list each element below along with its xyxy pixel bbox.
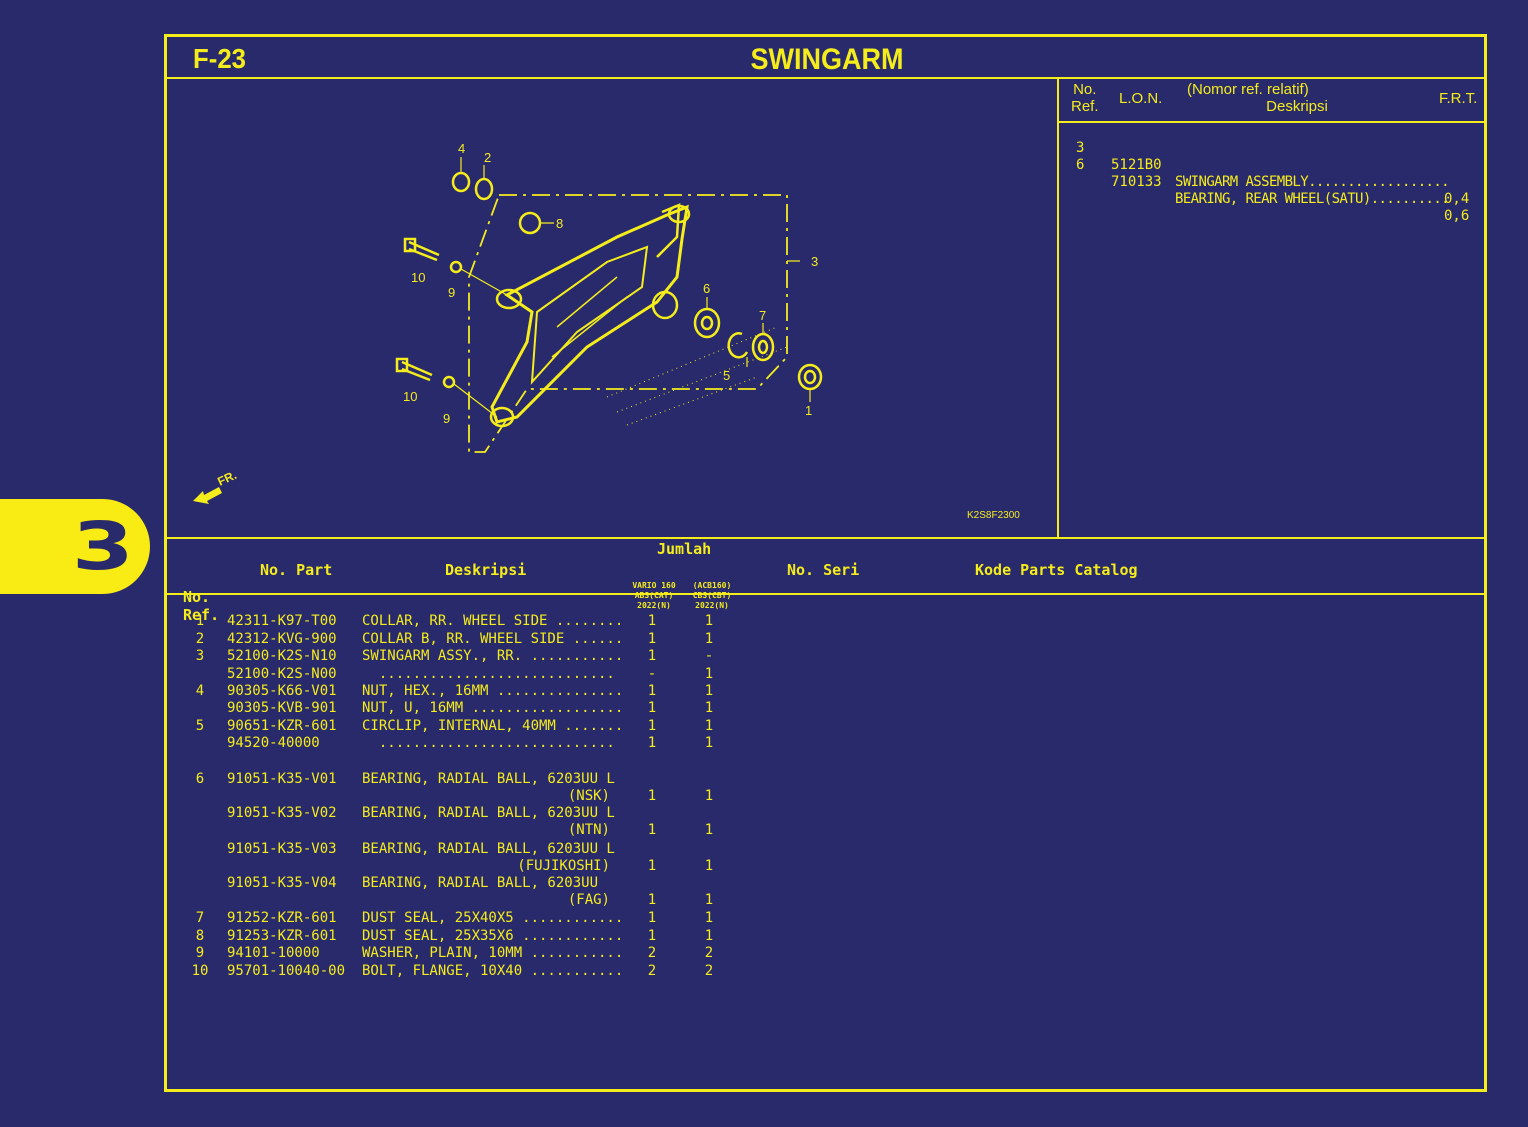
callout-9: 9 — [443, 411, 450, 426]
swingarm-exploded-diagram: 3 8 4 2 10 9 10 9 6 7 5 1 — [395, 141, 823, 453]
chapter-tab[interactable]: 3 — [0, 499, 150, 594]
callout-5: 5 — [723, 368, 730, 383]
frt-header-desc: (Nomor ref. relatif)Deskripsi — [1187, 81, 1328, 115]
svg-text:FR.: FR. — [215, 469, 238, 489]
header-variant-2: (ACB160)CBS(CBT)2022(N) — [692, 581, 732, 610]
divider — [1057, 77, 1059, 537]
header-jumlah: Jumlah — [657, 540, 712, 558]
callout-7: 7 — [759, 308, 766, 323]
chapter-number: 3 — [71, 508, 134, 585]
callout-9: 9 — [448, 285, 455, 300]
front-arrow-icon: FR. — [193, 468, 239, 504]
frt-row[interactable]: 3 5121B0 SWINGARM ASSEMBLY..............… — [1076, 140, 1470, 207]
figure-title: SWINGARM — [750, 43, 904, 76]
divider — [167, 537, 1484, 539]
callout-3: 3 — [811, 254, 818, 269]
header-no-seri: No. Seri — [787, 561, 860, 579]
parts-catalog-frame: F-23 SWINGARM No.Ref. L.O.N. (Nomor ref.… — [164, 34, 1487, 1092]
header-no-part: No. Part — [260, 561, 333, 579]
callout-4: 4 — [458, 141, 465, 156]
frt-header-frt: F.R.T. — [1439, 90, 1478, 107]
header-no-ref: No.Ref. — [183, 588, 220, 624]
callout-8: 8 — [556, 216, 563, 231]
divider — [1059, 121, 1484, 123]
figure-code: F-23 — [193, 43, 246, 74]
callout-1: 1 — [805, 403, 812, 418]
frt-header-lon: L.O.N. — [1119, 90, 1163, 107]
callout-6: 6 — [703, 281, 710, 296]
frt-row[interactable]: 6 710133 BEARING, REAR WHEEL(SATU)......… — [1076, 157, 1470, 224]
header-kode-catalog: Kode Parts Catalog — [975, 561, 1138, 579]
frt-header-no-ref: No.Ref. — [1071, 81, 1099, 115]
divider — [167, 77, 1484, 79]
drawing-code: K2S8F2300 — [967, 510, 1020, 521]
callout-2: 2 — [484, 150, 491, 165]
header-deskripsi: Deskripsi — [445, 561, 527, 579]
frt-panel: No.Ref. L.O.N. (Nomor ref. relatif)Deskr… — [1059, 77, 1484, 537]
callout-10: 10 — [403, 389, 417, 404]
divider — [167, 593, 1484, 595]
front-direction-marker: FR. — [189, 468, 249, 513]
callout-10: 10 — [411, 270, 425, 285]
